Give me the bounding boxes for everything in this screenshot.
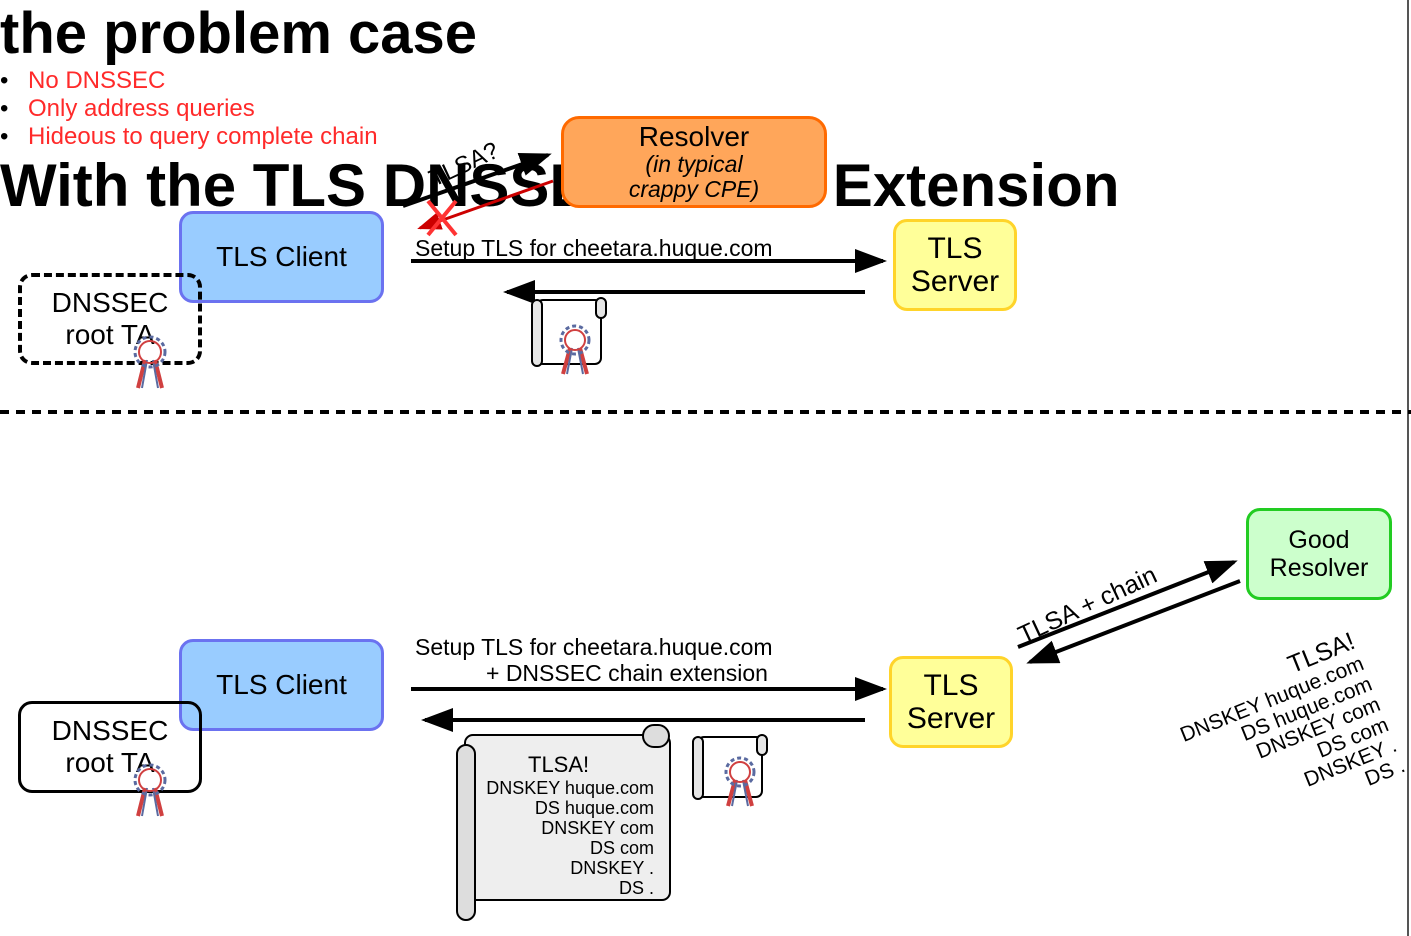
scroll-record: DNSKEY huque.com (486, 778, 654, 798)
trust-anchor-line1: DNSSEC (51, 715, 169, 746)
seal-icon (724, 756, 756, 807)
problem-item: No DNSSEC (0, 67, 1411, 95)
resolver-subtitle-2: crappy CPE) (628, 176, 760, 202)
tls-server-line2: Server (910, 265, 1000, 298)
tls-client-box: TLS Client (179, 639, 384, 731)
problem-list: No DNSSEC Only address queries Hideous t… (0, 67, 1411, 151)
seal-icon (559, 324, 591, 375)
resolver-box: Resolver (in typical crappy CPE) (561, 116, 827, 208)
scroll-record: TLSA! (528, 752, 590, 777)
trust-anchor-line2: root TA (65, 747, 155, 778)
tls-client-label: TLS Client (216, 241, 347, 272)
tls-server-line1: TLS (923, 669, 979, 702)
scroll-record: DS . (618, 878, 654, 898)
problem-item: Only address queries (0, 95, 1411, 123)
tls-server-box: TLS Server (889, 656, 1013, 748)
scroll-records: TLSA! DNSKEY huque.com DS huque.com DNSK… (470, 752, 654, 898)
scroll-record: DS com (589, 838, 654, 858)
resolver-title: Resolver (638, 121, 750, 152)
problem-item: Hideous to query complete chain (0, 123, 1411, 151)
tlsa-chain-query-label: TLSA + chain (1014, 560, 1162, 650)
certificate-scroll-icon (692, 734, 768, 800)
tls-server-box: TLS Server (893, 219, 1017, 311)
chain-extension-title: With the TLS DNSSEC Chain Extension (0, 152, 1120, 219)
chain-extension-label: + DNSSEC chain extension (486, 660, 768, 686)
trust-anchor-line1: DNSSEC (51, 287, 169, 318)
good-resolver-box: Good Resolver (1246, 508, 1392, 600)
chain-response-records: TLSA! DNSKEY huque.com DS huque.com DNSK… (1167, 627, 1408, 849)
tls-client-box: TLS Client (179, 211, 384, 303)
scroll-record: DNSKEY com (541, 818, 654, 838)
certificate-scroll-icon (531, 297, 607, 367)
good-resolver-line1: Good (1288, 526, 1350, 554)
trust-anchor-box: DNSSEC root TA (18, 701, 202, 793)
trust-anchor-line2: root TA (65, 319, 155, 350)
setup-tls-label: Setup TLS for cheetara.huque.com (415, 634, 773, 660)
problem-case-title: the problem case (0, 1, 478, 66)
trust-anchor-box: DNSSEC root TA (18, 273, 202, 365)
tls-server-line2: Server (906, 702, 996, 735)
setup-tls-label: Setup TLS for cheetara.huque.com (415, 235, 773, 261)
resolver-subtitle-1: (in typical (645, 151, 743, 177)
scroll-record: DNSKEY . (570, 858, 654, 878)
tls-client-label: TLS Client (216, 669, 347, 700)
scroll-record: DS huque.com (534, 798, 654, 818)
tls-server-line1: TLS (927, 232, 983, 265)
good-resolver-line2: Resolver (1269, 554, 1369, 582)
